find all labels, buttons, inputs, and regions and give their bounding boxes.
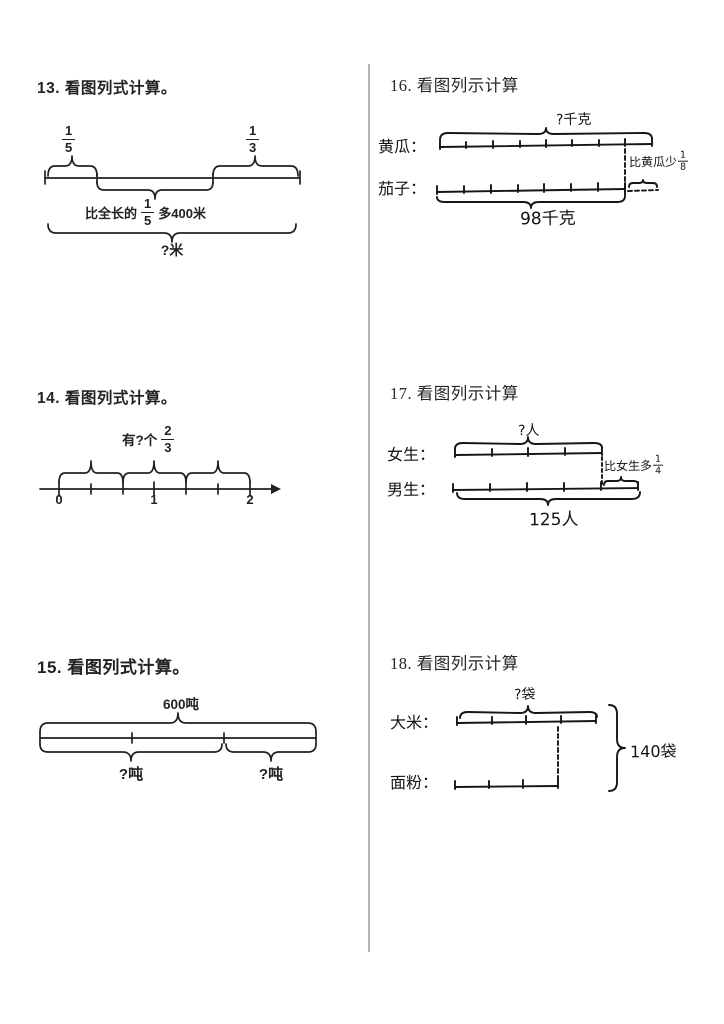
problem-17-diagram — [452, 436, 641, 506]
problem-13-diagram — [44, 155, 301, 243]
overbrace-left — [47, 155, 98, 177]
fraction-numerator: 1 — [62, 124, 76, 140]
fraction-one-fifth: 1 5 — [62, 124, 76, 155]
fraction-denominator: 3 — [249, 139, 257, 155]
problem-13-title: 13. 看图列式计算。 — [37, 80, 177, 97]
overbrace-group — [58, 460, 251, 484]
segment-bar — [39, 731, 317, 745]
problem-15-title: 15. 看图列式计算。 — [37, 658, 190, 677]
underbrace-total — [47, 223, 297, 243]
girls-line — [454, 446, 603, 458]
overbrace-total — [39, 712, 317, 733]
eggplant-weight-label: 98千克 — [519, 208, 576, 230]
underbrace-eggplant — [436, 195, 626, 209]
part1-question-label: ?吨 — [118, 766, 144, 783]
problem-17-title: 17. 看图列示计算 — [390, 384, 519, 403]
boys-line — [452, 481, 639, 493]
arrowhead-icon — [271, 484, 281, 494]
total-length-label: ?米 — [160, 242, 184, 258]
fraction-one-fourth: 1 4 — [652, 454, 664, 477]
overbrace-girls — [454, 436, 603, 450]
tick-label-2: 2 — [246, 492, 254, 507]
tick-label-0: 0 — [55, 492, 63, 507]
difference-annotation: 比黄瓜少 1 8 — [628, 150, 689, 173]
problem-14-diagram — [39, 460, 281, 497]
fraction-one-fifth: 1 5 — [141, 197, 155, 228]
problem-16-title: 16. 看图列示计算 — [390, 76, 519, 95]
small-brace-difference — [628, 179, 658, 188]
flour-line — [454, 779, 559, 790]
problem-18-diagram — [454, 704, 626, 792]
tick-label-1: 1 — [150, 492, 158, 507]
part2-question-label: ?吨 — [258, 766, 284, 783]
annotation-prefix: 有?个 — [122, 433, 158, 449]
underbrace-part2 — [225, 743, 317, 762]
overbrace-right — [212, 155, 299, 177]
total-bags-label: 140袋 — [629, 741, 677, 762]
underbrace-middle — [96, 181, 214, 200]
fraction-numerator: 1 — [246, 124, 260, 140]
middle-annotation: 比全长的 1 5 多400米 — [85, 197, 206, 227]
overbrace-rice — [459, 705, 598, 719]
fraction-two-thirds: 2 3 — [161, 424, 175, 455]
segment-bar — [44, 170, 301, 185]
dashed-extension-line — [627, 189, 659, 192]
fraction-denominator: 8 — [680, 161, 687, 173]
fraction-one-third: 1 3 — [246, 124, 260, 155]
cucumber-line — [439, 137, 653, 150]
annotation-suffix: 多400米 — [158, 205, 206, 221]
fraction-denominator: 5 — [65, 139, 73, 155]
difference-annotation: 比女生多 1 4 — [603, 454, 664, 477]
fraction-denominator: 4 — [655, 465, 662, 477]
fraction-numerator: 1 — [677, 150, 689, 162]
total-tons-label: 600吨 — [162, 697, 200, 712]
overbrace-cucumber — [439, 127, 653, 141]
fraction-numerator: 2 — [161, 424, 175, 440]
annotation-prefix: 比女生多 — [603, 458, 653, 474]
fraction-one-eighth: 1 8 — [677, 150, 689, 173]
problem-14-title: 14. 看图列式计算。 — [37, 390, 177, 407]
eggplant-line — [436, 182, 626, 195]
annotation-prefix: 比全长的 — [85, 205, 138, 221]
problem-15-diagram — [39, 712, 317, 762]
fraction-numerator: 1 — [141, 197, 155, 213]
underbrace-part1 — [39, 743, 223, 762]
problem-16-diagram — [436, 127, 659, 209]
question-annotation: 有?个 2 3 — [122, 424, 175, 455]
fraction-denominator: 3 — [164, 439, 172, 455]
small-brace-difference — [603, 476, 639, 486]
boys-count-label: 125人 — [528, 509, 579, 531]
right-brace-total — [608, 704, 626, 792]
rice-line — [456, 714, 597, 726]
column-divider — [368, 64, 370, 952]
number-line — [39, 481, 273, 497]
annotation-prefix: 比黄瓜少 — [628, 154, 678, 170]
underbrace-boys — [456, 491, 641, 506]
problem-18-title: 18. 看图列示计算 — [390, 654, 519, 673]
fraction-denominator: 5 — [144, 212, 152, 228]
fraction-numerator: 1 — [652, 454, 664, 466]
